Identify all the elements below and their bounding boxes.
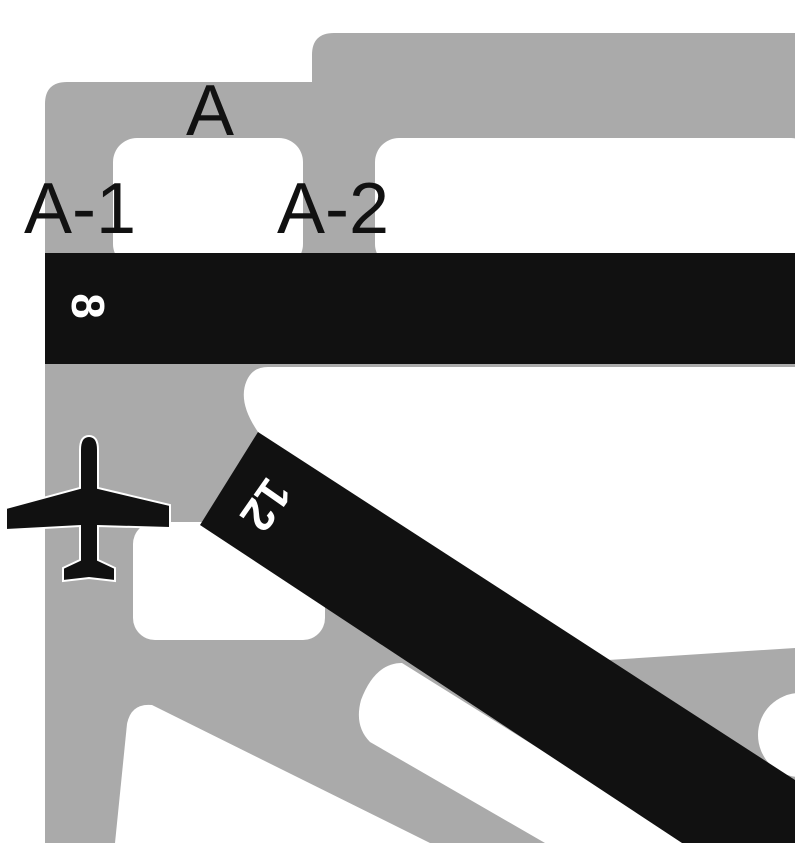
- taxiway-a2-label: A-2: [277, 169, 389, 249]
- grass-area: [115, 704, 430, 843]
- runway-8: [45, 253, 795, 364]
- grass-area: [358, 663, 690, 843]
- grass-area: [113, 138, 303, 268]
- grass-area: [375, 138, 795, 268]
- runway-8-label: 8: [62, 293, 114, 319]
- airplane-icon: [5, 434, 171, 583]
- runway-12: [200, 432, 795, 843]
- grass-area: [758, 693, 795, 777]
- taxiway-a-label: A: [186, 71, 234, 151]
- grass-area: [243, 367, 795, 660]
- taxiway-a1-label: A-1: [24, 169, 136, 249]
